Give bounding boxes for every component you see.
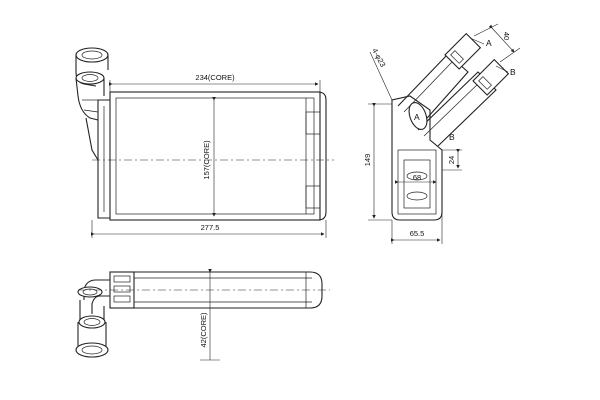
dim-pipe-offset: 24: [442, 149, 462, 171]
core-depth-label: 42(CORE): [199, 312, 208, 348]
side-body: [391, 95, 443, 221]
dim-side-height: 149: [363, 103, 392, 221]
right-tank: [300, 91, 327, 221]
side-pipes: [397, 32, 510, 147]
core-outline: [109, 91, 321, 221]
core-height-label: 157(CORE): [202, 140, 211, 180]
port-b-side: B: [449, 132, 455, 142]
overall-width-label: 277.5: [201, 223, 220, 232]
core-inner: [115, 97, 315, 215]
bottom-view: 42(CORE): [75, 269, 330, 361]
dim-pipe-spacing: 40: [473, 23, 521, 63]
pipe-spacing-label: 40: [502, 32, 511, 40]
dim-overall-width: 277.5: [91, 220, 327, 238]
dim-core-width: 234(CORE): [109, 73, 321, 92]
port-a-side: A: [414, 112, 420, 122]
inlet-pipes: [75, 47, 109, 161]
side-view: 4-φ23 A B A B 40 149 24: [363, 23, 521, 244]
port-b-top: B: [510, 67, 516, 77]
core-width-label: 234(CORE): [195, 73, 235, 82]
dim-core-height: 157(CORE): [202, 97, 216, 217]
dim-side-depth: 65.5: [391, 212, 443, 244]
side-height-label: 149: [363, 154, 372, 167]
inner-width-label: 68: [413, 173, 421, 182]
pipe-offset-label: 24: [447, 156, 456, 164]
port-a-top: A: [486, 38, 492, 48]
dim-inner-width: 68: [395, 173, 437, 184]
core-bottom-outline: [131, 271, 323, 309]
side-depth-label: 65.5: [410, 229, 425, 238]
dim-core-depth: 42(CORE): [199, 269, 220, 361]
front-view: 234(CORE) 157(CORE) 277.5: [75, 47, 334, 238]
